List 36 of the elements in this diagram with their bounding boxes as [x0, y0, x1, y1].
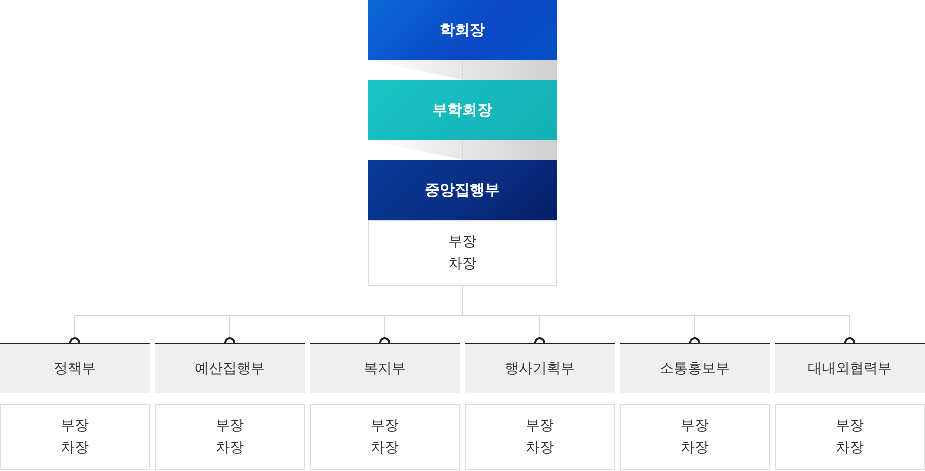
- node-label: 차장: [526, 439, 554, 458]
- node-label: 복지부: [364, 360, 406, 378]
- node-label: 부장: [216, 417, 244, 436]
- department-box: [155, 343, 305, 393]
- node-label: 소통홍보부: [660, 360, 730, 378]
- node-label: 부학회장: [432, 100, 492, 121]
- department-box: [310, 343, 460, 393]
- node-label: 부장: [836, 417, 864, 436]
- role-box: [775, 404, 925, 470]
- node-label: 차장: [836, 439, 864, 458]
- node-label: 차장: [681, 439, 709, 458]
- role-box: [155, 404, 305, 470]
- role-box: [0, 404, 150, 470]
- node-label: 예산집행부: [195, 360, 265, 378]
- department-box: [775, 343, 925, 393]
- role-box: [465, 404, 615, 470]
- node-label: 부장: [681, 417, 709, 436]
- node-label: 차장: [216, 439, 244, 458]
- node-label: 차장: [448, 255, 476, 274]
- department-box: [620, 343, 770, 393]
- node-label: 학회장: [440, 20, 485, 41]
- node-label: 정책부: [54, 360, 96, 378]
- node-label: 대내외협력부: [808, 360, 892, 378]
- node-label: 부장: [448, 233, 476, 252]
- node-label: 부장: [526, 417, 554, 436]
- role-box: [620, 404, 770, 470]
- node-label: 부장: [371, 417, 399, 436]
- node-label: 부장: [61, 417, 89, 436]
- role-box: [310, 404, 460, 470]
- node-label: 차장: [61, 439, 89, 458]
- node-label: 차장: [371, 439, 399, 458]
- department-box: [465, 343, 615, 393]
- node-label: 행사기획부: [505, 360, 575, 378]
- node-label: 중앙집행부: [425, 180, 500, 201]
- role-box: [368, 220, 557, 286]
- department-box: [0, 343, 150, 393]
